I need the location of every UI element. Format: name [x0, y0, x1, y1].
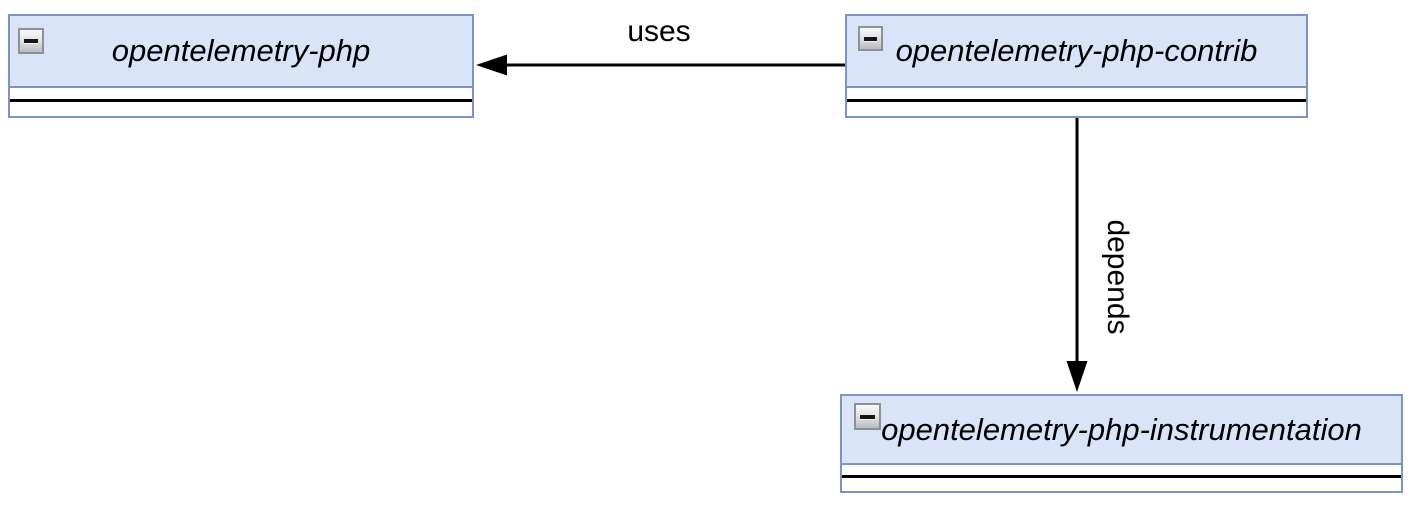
node-label: opentelemetry-php	[111, 33, 371, 68]
edge-uses[interactable]	[476, 54, 845, 76]
node-compartment-divider	[842, 465, 1401, 489]
node-compartment-divider	[10, 88, 472, 114]
arrowhead-left-icon	[476, 54, 507, 76]
node-compartment-divider	[847, 88, 1306, 114]
collapse-minus-button[interactable]	[858, 26, 883, 51]
node-label: opentelemetry-php-instrumentation	[881, 411, 1362, 447]
compartment-divider-line	[842, 475, 1401, 478]
arrowhead-down-icon	[1066, 361, 1088, 392]
node-title-compartment: opentelemetry-php-contrib	[847, 16, 1306, 88]
compartment-divider-line	[10, 99, 472, 102]
node-title-compartment: opentelemetry-php-instrumentation	[842, 396, 1401, 465]
node-opentelemetry-php-contrib[interactable]: opentelemetry-php-contrib	[845, 14, 1308, 118]
minus-icon	[24, 39, 38, 43]
node-opentelemetry-php-instrumentation[interactable]: opentelemetry-php-instrumentation	[840, 394, 1403, 493]
minus-icon	[863, 36, 877, 41]
node-title-compartment: opentelemetry-php	[10, 16, 472, 88]
node-opentelemetry-php[interactable]: opentelemetry-php	[8, 14, 474, 118]
edge-label-uses: uses	[627, 15, 691, 48]
minus-icon	[860, 414, 875, 419]
edge-label-depends: depends	[1101, 219, 1134, 335]
collapse-minus-button[interactable]	[854, 403, 881, 430]
edge-depends[interactable]	[1066, 118, 1088, 392]
compartment-divider-line	[847, 99, 1306, 102]
collapse-minus-button[interactable]	[18, 28, 44, 54]
node-label: opentelemetry-php-contrib	[895, 33, 1258, 68]
